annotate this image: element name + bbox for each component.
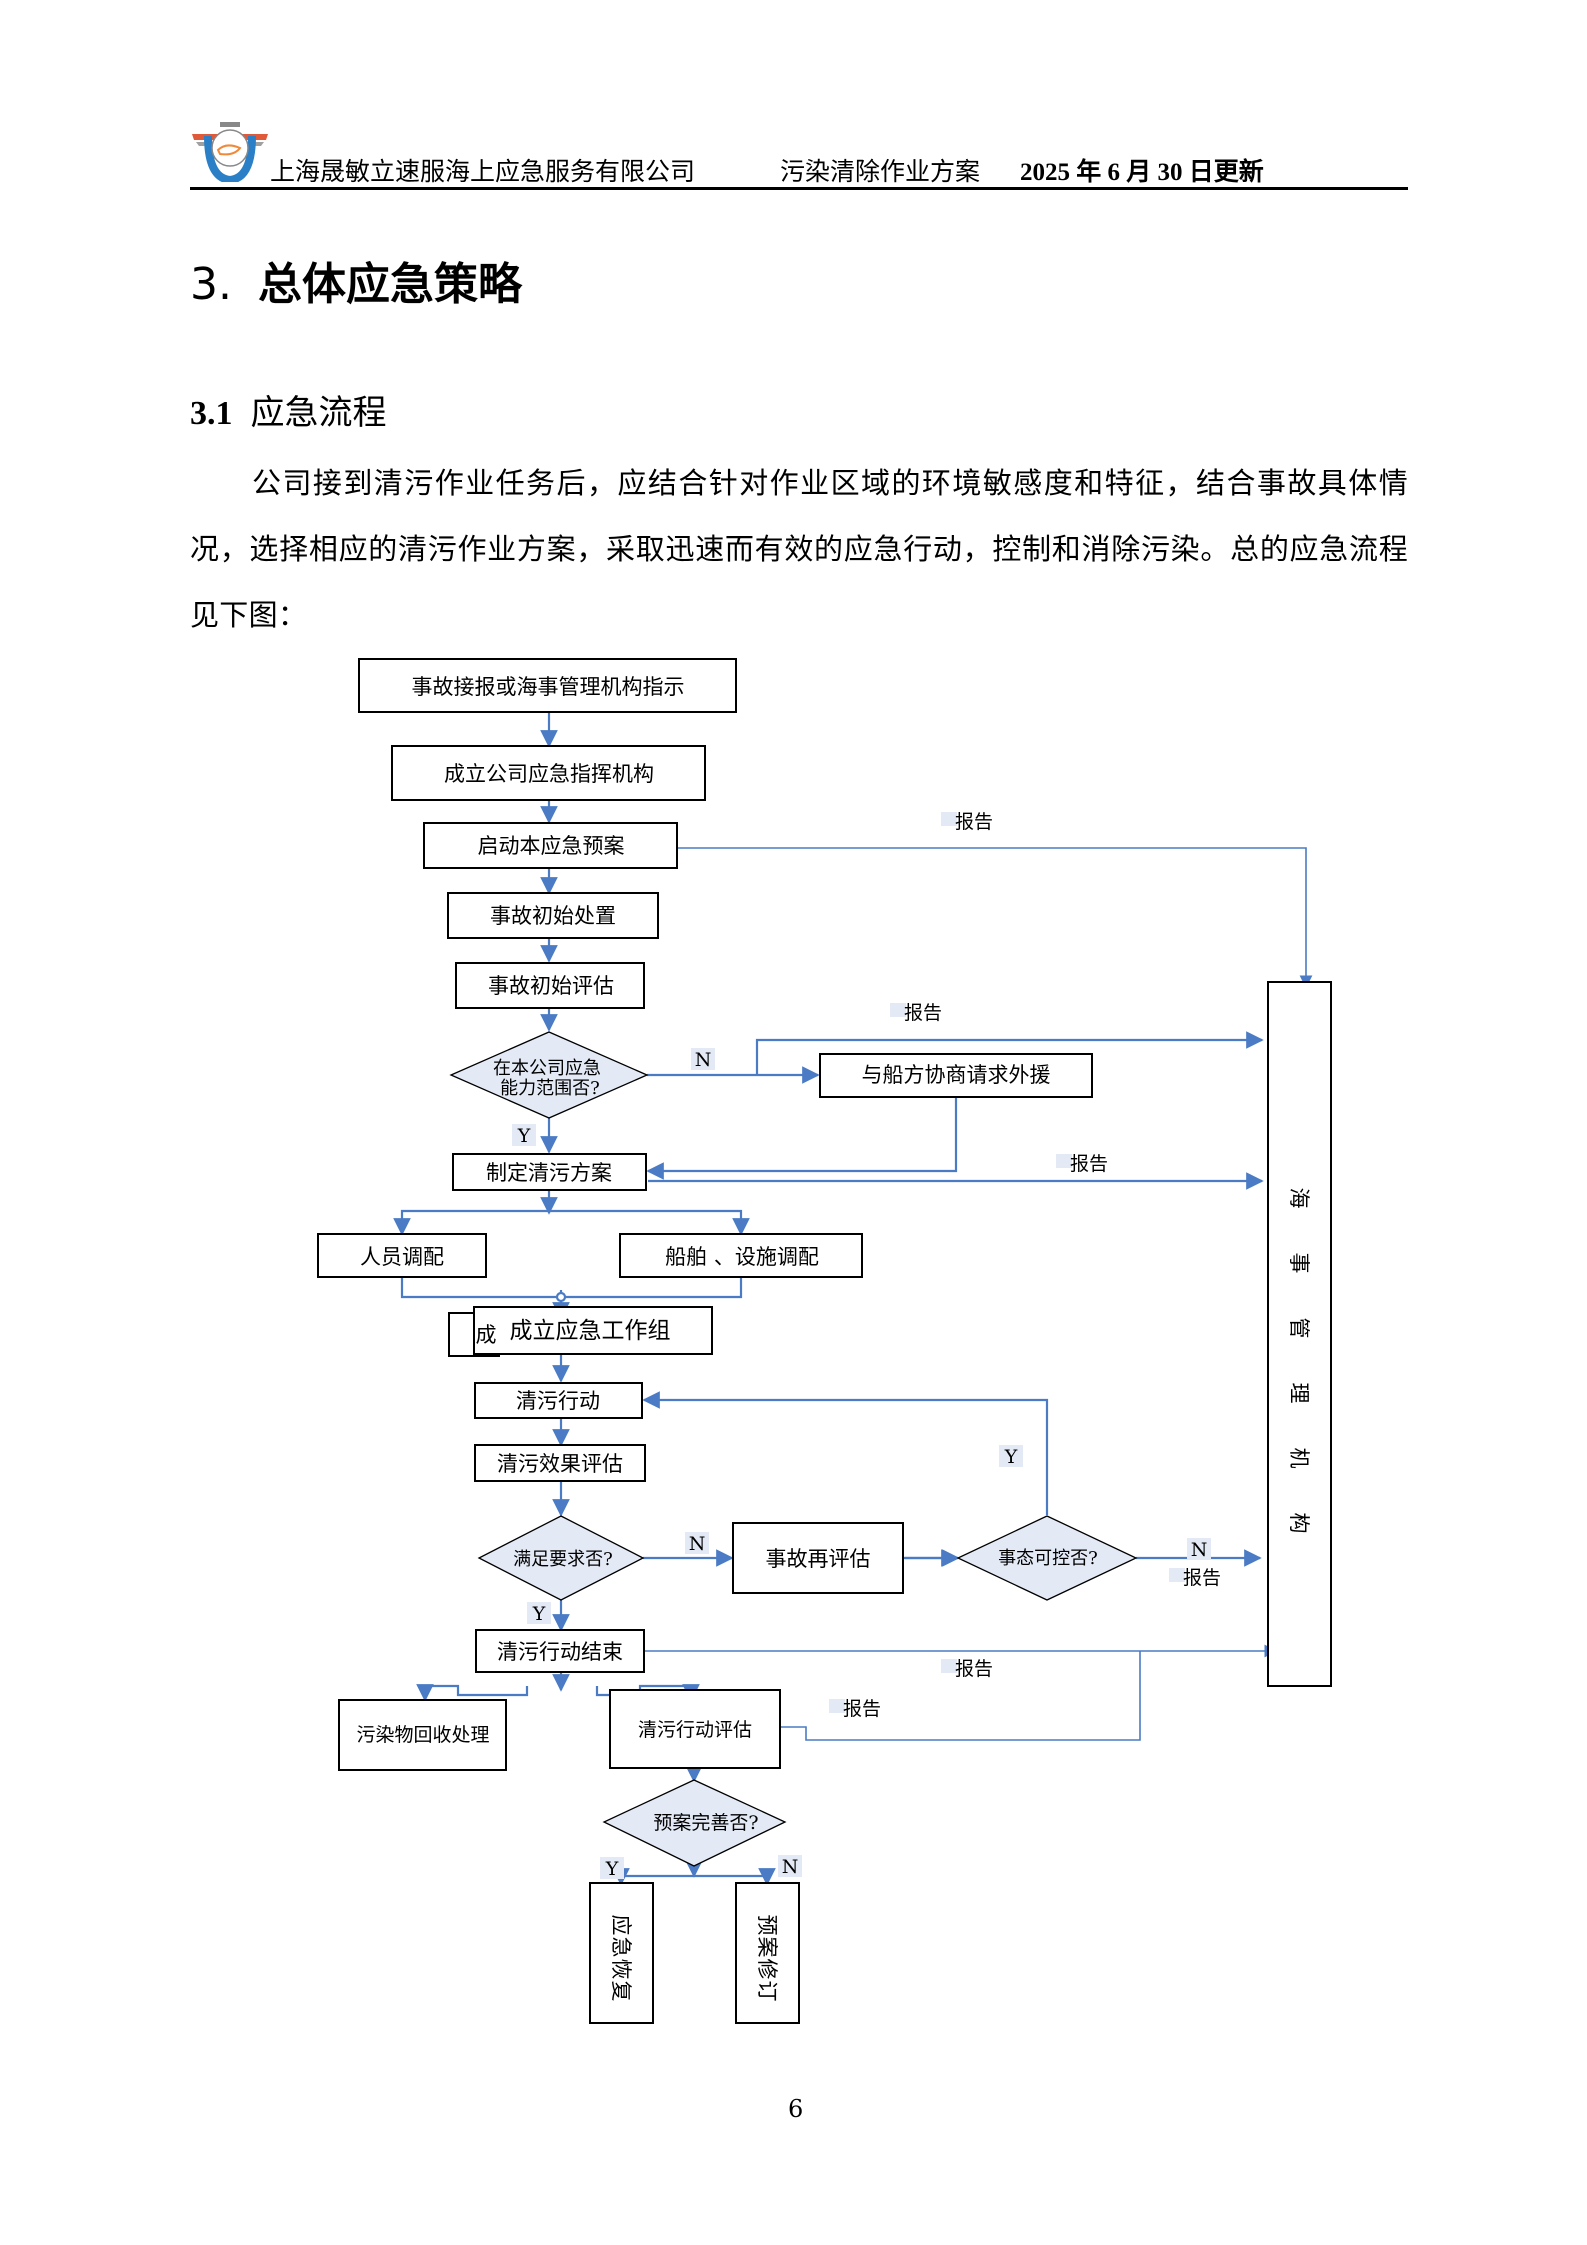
node-cleanup-evaluation — [474, 1444, 646, 1482]
node-request-aid — [819, 1053, 1093, 1098]
yes-label: Y — [1004, 1446, 1018, 1468]
no-label: N — [689, 1533, 706, 1555]
header-company-name: 上海晟敏立速服海上应急服务有限公司 — [270, 159, 696, 186]
node-recovery-char: 复 — [609, 1981, 633, 2002]
node-initial-response-text: 事故初始处置 — [490, 904, 616, 928]
page-header: 上海晟敏立速服海上应急服务有限公司 污染清除作业方案 2025 年 6 月 30… — [190, 112, 1408, 190]
node-recovery-char: 应 — [609, 1915, 633, 1936]
arrow-n6-n7 — [646, 1097, 958, 1180]
company-logo-icon — [192, 122, 268, 182]
node-personnel-text: 人员调配 — [360, 1245, 444, 1269]
node-reassessment — [732, 1522, 904, 1594]
node-establish-command — [391, 745, 706, 801]
node-recovery — [589, 1882, 654, 2024]
authority-char: 机 — [1287, 1448, 1311, 1469]
decision-plan-perfect — [602, 1779, 787, 1867]
no-label: N — [1191, 1539, 1208, 1561]
no-label: N — [695, 1049, 712, 1071]
authority-char: 理 — [1287, 1383, 1311, 1404]
node-cleanup-action-text: 清污行动 — [516, 1389, 600, 1413]
node-revision-char: 预 — [755, 1915, 779, 1936]
yes-label: Y — [532, 1603, 546, 1625]
node-cleanup-plan — [452, 1153, 647, 1191]
yes-label: Y — [605, 1858, 619, 1880]
node-accident-report-text: 事故接报或海事管理机构指示 — [412, 675, 685, 699]
node-revision — [735, 1882, 800, 2024]
arrow-n3-authority-report — [677, 847, 1313, 989]
node-vessels — [619, 1233, 863, 1278]
node-pollutant-recovery-text: 污染物回收处理 — [356, 1724, 489, 1746]
decision-capability — [449, 1031, 649, 1119]
node-revision-char: 修 — [755, 1959, 779, 1980]
yes-label: Y — [517, 1125, 531, 1147]
report-label: 报告 — [955, 811, 993, 833]
section-title: 总体应急策略 — [257, 259, 522, 310]
node-initial-assessment-text: 事故初始评估 — [488, 974, 614, 998]
section-heading: 3. 总体应急策略 — [190, 248, 522, 312]
node-vessels-text: 船舶 、设施调配 — [665, 1245, 819, 1269]
node-personnel — [317, 1233, 487, 1278]
node-workgroup — [473, 1306, 713, 1355]
node-cleanup-end-text: 清污行动结束 — [497, 1640, 623, 1664]
authority-char: 构 — [1287, 1513, 1311, 1534]
decision-capability-line2: 能力范围否? — [500, 1078, 600, 1099]
decision-controllable — [956, 1515, 1138, 1601]
arrow-d1-authority-report — [755, 1031, 1264, 1075]
section-number: 3. — [190, 259, 232, 310]
node-request-aid-text: 与船方协商请求外援 — [862, 1063, 1051, 1087]
node-reassessment-text: 事故再评估 — [766, 1547, 871, 1571]
node-initial-response — [447, 892, 659, 939]
arrow-d3-n11-yes — [642, 1391, 1049, 1515]
report-label: 报告 — [843, 1698, 881, 1720]
header-document-title: 污染清除作业方案 — [780, 159, 981, 186]
decision-capability-line1: 在本公司应急 — [493, 1058, 601, 1079]
node-revision-char: 订 — [755, 1981, 779, 2002]
node-pollutant-recovery — [338, 1699, 507, 1771]
header-update-date: 2025 年 6 月 30 日更新 — [1020, 159, 1264, 186]
no-label: N — [782, 1856, 799, 1878]
header-divider — [190, 187, 1408, 190]
arrow-split-n8 — [393, 1209, 549, 1236]
subsection-heading: 3.1 应急流程 — [190, 385, 387, 434]
decision-meets-req — [477, 1515, 645, 1601]
node-cleanup-end — [475, 1629, 645, 1673]
page-number: 6 — [788, 2095, 804, 2123]
decision-controllable-text: 事态可控否? — [998, 1548, 1098, 1569]
report-label: 报告 — [955, 1658, 993, 1680]
node-accident-report — [358, 658, 737, 713]
arrow-split-n9 — [549, 1209, 750, 1236]
node-action-evaluation — [609, 1689, 781, 1769]
node-activate-plan-text: 启动本应急预案 — [478, 834, 625, 858]
arrow-n16-report — [781, 1651, 1141, 1741]
node-cleanup-evaluation-text: 清污效果评估 — [497, 1452, 623, 1476]
node-workgroup-text: 成立应急工作组 — [510, 1318, 671, 1344]
subsection-number: 3.1 — [190, 395, 233, 432]
authority-char: 管 — [1287, 1318, 1311, 1339]
decision-meets-req-text: 满足要求否? — [513, 1549, 613, 1570]
report-label: 报告 — [904, 1002, 942, 1024]
subsection-title: 应急流程 — [250, 393, 387, 433]
report-label: 报告 — [1070, 1153, 1108, 1175]
authority-char: 事 — [1287, 1253, 1311, 1274]
node-cleanup-action — [474, 1382, 643, 1419]
report-label: 报告 — [1183, 1567, 1221, 1589]
node-recovery-char: 急 — [609, 1937, 633, 1958]
node-authority — [1267, 981, 1332, 1687]
node-activate-plan — [423, 822, 678, 869]
node-recovery-char: 恢 — [609, 1959, 633, 1980]
node-revision-char: 案 — [755, 1937, 779, 1958]
node-action-evaluation-text: 清污行动评估 — [638, 1719, 752, 1741]
decision-plan-perfect-text: 预案完善否? — [653, 1812, 758, 1834]
node-workgroup-back-text: 成 — [476, 1323, 497, 1347]
node-cleanup-plan-text: 制定清污方案 — [486, 1161, 612, 1185]
intro-paragraph: 公司接到清污作业任务后，应结合针对作业区域的环境敏感度和特征，结合事故具体情况，… — [190, 466, 1408, 632]
node-establish-command-text: 成立公司应急指挥机构 — [444, 762, 654, 786]
node-initial-assessment — [455, 962, 645, 1009]
authority-char: 海 — [1287, 1188, 1311, 1209]
